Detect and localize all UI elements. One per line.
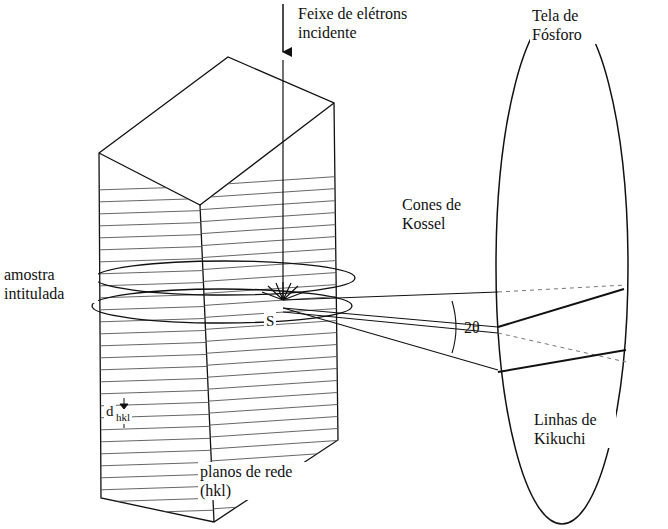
planes-label: planos de rede (hkl) — [198, 462, 320, 500]
kossel-cones — [92, 261, 355, 323]
sample-label: amostra intitulada — [2, 265, 98, 303]
phosphor-screen — [496, 8, 628, 524]
screen-label: Tela de Fósforo — [530, 6, 614, 44]
incident-beam-path — [282, 60, 283, 300]
kikuchi-lines — [498, 289, 626, 372]
spacing-subscript: hkl — [114, 411, 132, 424]
beam-label: Feixe de elétrons incidente — [296, 4, 420, 42]
angle-label: 2θ — [462, 318, 482, 337]
angle-arc — [452, 301, 456, 353]
kikuchi-label: Linhas de Kikuchi — [532, 410, 616, 448]
cone-rays-hidden — [498, 285, 626, 362]
cone-rays — [283, 292, 498, 370]
incident-beam — [282, 4, 284, 52]
cone-label: Cones de Kossel — [400, 195, 482, 233]
lattice-planes — [95, 176, 345, 514]
point-label: S — [264, 312, 276, 330]
